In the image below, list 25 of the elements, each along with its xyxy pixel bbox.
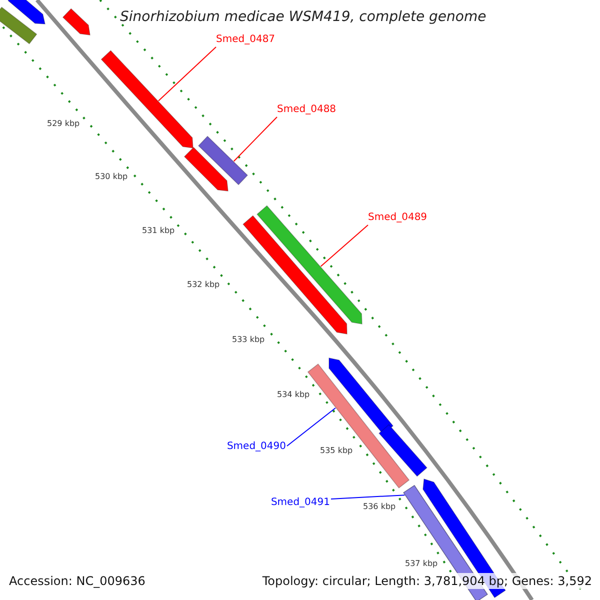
genome-info-text: Topology: circular; Length: 3,781,904 bp; Genes: 3,592: [262, 573, 592, 589]
tick-label: 529 kbp: [47, 119, 80, 129]
tick-label: 536 kbp: [363, 502, 396, 512]
tick-label: 531 kbp: [142, 226, 175, 236]
gene-label: Smed_0491: [270, 496, 330, 510]
gene-segment: [256, 205, 362, 324]
gene-segment: [198, 136, 248, 186]
leader-line: [330, 494, 406, 500]
leader-line: [233, 116, 278, 162]
gene-label: Smed_0490: [226, 440, 286, 454]
gene-label: Smed_0487: [216, 33, 276, 47]
leader-line: [158, 46, 216, 102]
tick-label: 534 kbp: [277, 390, 310, 400]
tick-label: 533 kbp: [232, 335, 265, 345]
tick-label: 532 kbp: [187, 280, 220, 290]
accession-text: Accession: NC_009636: [9, 573, 146, 589]
leader-line: [320, 224, 368, 267]
gene-segment: [100, 50, 194, 148]
tick-label: 530 kbp: [95, 172, 128, 182]
tick-label: 537 kbp: [405, 559, 438, 569]
leader-line: [286, 407, 336, 446]
gene-label: Smed_0488: [277, 103, 336, 117]
tick-label: 535 kbp: [320, 446, 353, 456]
title: Sinorhizobium medicae WSM419, complete genome: [120, 8, 486, 26]
gene-label: Smed_0489: [368, 211, 428, 225]
